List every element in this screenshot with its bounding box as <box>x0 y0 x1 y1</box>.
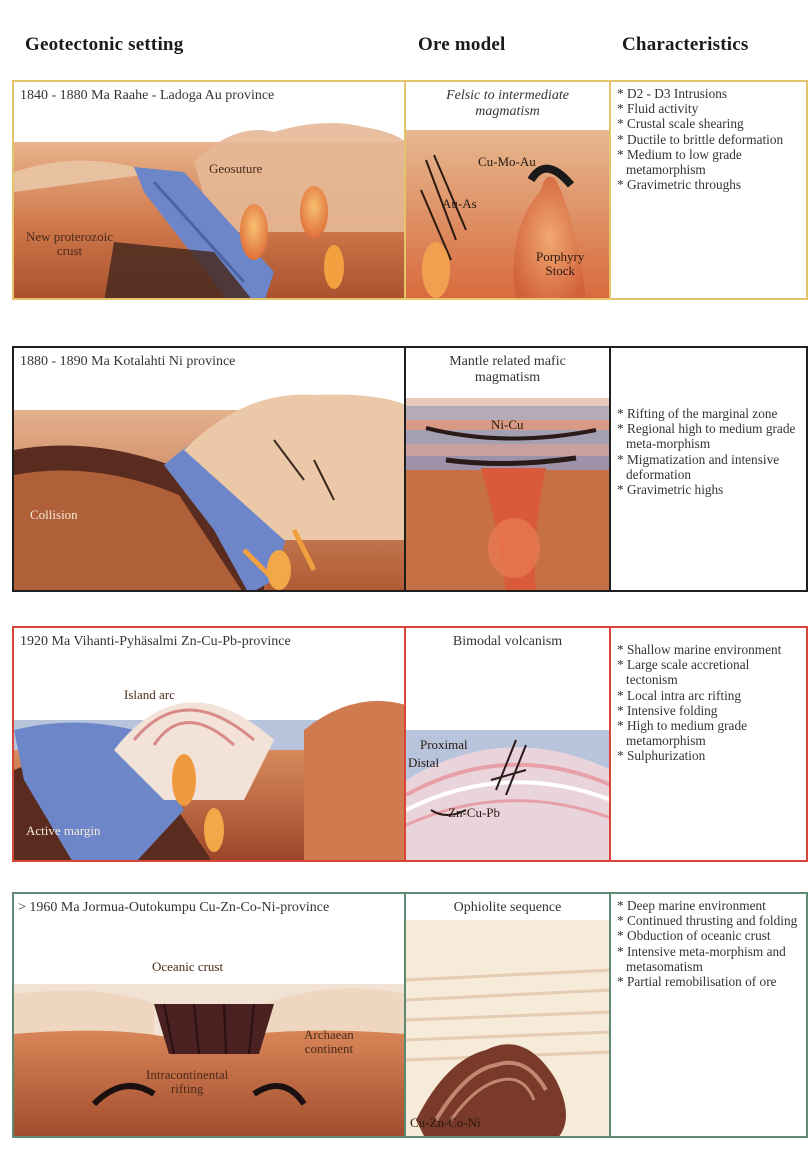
label-ni-cu: Ni-Cu <box>491 418 524 432</box>
label-intracontinental-rifting: Intracontinental rifting <box>146 1068 228 1096</box>
characteristics-cell: Deep marine environment Continued thrust… <box>611 894 806 1136</box>
characteristic-item: Intensive meta-morphism and metasomatism <box>617 944 802 974</box>
characteristics-cell: D2 - D3 Intrusions Fluid activity Crusta… <box>611 82 806 298</box>
label-cu-mo-au: Cu-Mo-Au <box>478 155 536 169</box>
characteristic-item: Crustal scale shearing <box>617 116 802 131</box>
characteristics-list: Shallow marine environment Large scale a… <box>617 642 802 764</box>
header-characteristics: Characteristics <box>622 34 748 56</box>
panel-title: 1840 - 1880 Ma Raahe - Ladoga Au provinc… <box>20 88 398 104</box>
characteristic-item: Obduction of oceanic crust <box>617 928 802 943</box>
characteristic-item: Gravimetric highs <box>617 482 802 497</box>
label-archaean-continent: Archaean continent <box>304 1028 354 1056</box>
characteristic-item: Migmatization and intensive deformation <box>617 452 802 482</box>
panel-raahe-ladoga: 1840 - 1880 Ma Raahe - Ladoga Au provinc… <box>12 80 808 300</box>
setting-cell: 1880 - 1890 Ma Kotalahti Ni province Col… <box>14 348 406 590</box>
label-zn-cu-pb: Zn-Cu-Pb <box>448 806 500 820</box>
characteristic-item: Intensive folding <box>617 703 802 718</box>
characteristic-item: Continued thrusting and folding <box>617 913 802 928</box>
label-new-proterozoic-crust: New proterozoic crust <box>26 230 113 258</box>
panel-jormua-outokumpu: > 1960 Ma Jormua-Outokumpu Cu-Zn-Co-Ni-p… <box>12 892 808 1138</box>
geosuture-cross-section <box>14 112 406 298</box>
panel-title: 1880 - 1890 Ma Kotalahti Ni province <box>20 354 398 370</box>
label-distal: Distal <box>408 756 439 770</box>
characteristic-item: Regional high to medium grade meta-morph… <box>617 421 802 451</box>
panel-vihanti-pyhasalmi: 1920 Ma Vihanti-Pyhäsalmi Zn-Cu-Pb-provi… <box>12 626 808 862</box>
characteristic-item: Gravimetric throughs <box>617 177 802 192</box>
label-au-as: Au-As <box>442 197 477 211</box>
characteristics-cell: Shallow marine environment Large scale a… <box>611 628 806 860</box>
characteristic-item: Rifting of the marginal zone <box>617 406 802 421</box>
collision-cross-section <box>14 380 406 590</box>
characteristic-item: Medium to low grade metamorphism <box>617 147 802 177</box>
setting-cell: > 1960 Ma Jormua-Outokumpu Cu-Zn-Co-Ni-p… <box>14 894 406 1136</box>
label-cu-zn-co-ni: Cu-Zn-Co-Ni <box>410 1116 481 1130</box>
label-oceanic-crust: Oceanic crust <box>152 960 223 974</box>
label-collision: Collision <box>30 508 78 522</box>
ophiolite-diagram <box>406 920 611 1136</box>
panel-title: > 1960 Ma Jormua-Outokumpu Cu-Zn-Co-Ni-p… <box>18 900 398 916</box>
characteristics-list: Rifting of the marginal zone Regional hi… <box>617 406 802 497</box>
ore-model-title: Ophiolite sequence <box>406 900 609 916</box>
setting-cell: 1840 - 1880 Ma Raahe - Ladoga Au provinc… <box>14 82 406 298</box>
ore-model-title: Felsic to intermediate magmatism <box>406 88 609 120</box>
characteristic-item: High to medium grade metamorphism <box>617 718 802 748</box>
header-geotectonic-setting: Geotectonic setting <box>25 34 183 56</box>
characteristic-item: D2 - D3 Intrusions <box>617 86 802 101</box>
characteristic-item: Large scale accretional tectonism <box>617 657 802 687</box>
characteristic-item: Ductile to brittle deformation <box>617 132 802 147</box>
ore-model-cell: Ophiolite sequence Cu-Zn-Co-Ni <box>406 894 611 1136</box>
characteristics-list: D2 - D3 Intrusions Fluid activity Crusta… <box>617 86 802 192</box>
characteristic-item: Fluid activity <box>617 101 802 116</box>
label-proximal: Proximal <box>420 738 468 752</box>
setting-cell: 1920 Ma Vihanti-Pyhäsalmi Zn-Cu-Pb-provi… <box>14 628 406 860</box>
ore-model-cell: Mantle related mafic magmatism Ni-Cu <box>406 348 611 590</box>
header-ore-model: Ore model <box>418 34 505 56</box>
panel-kotalahti: 1880 - 1890 Ma Kotalahti Ni province Col… <box>12 346 808 592</box>
characteristics-list: Deep marine environment Continued thrust… <box>617 898 802 989</box>
label-active-margin: Active margin <box>26 824 101 838</box>
label-porphyry-stock: Porphyry Stock <box>536 250 584 278</box>
ore-model-cell: Bimodal volcanism Proximal Distal Zn-Cu-… <box>406 628 611 860</box>
characteristic-item: Shallow marine environment <box>617 642 802 657</box>
characteristic-item: Local intra arc rifting <box>617 688 802 703</box>
characteristic-item: Deep marine environment <box>617 898 802 913</box>
panel-title: 1920 Ma Vihanti-Pyhäsalmi Zn-Cu-Pb-provi… <box>20 634 398 650</box>
characteristic-item: Sulphurization <box>617 748 802 763</box>
characteristic-item: Partial remobilisation of ore <box>617 974 802 989</box>
ore-model-title: Mantle related mafic magmatism <box>406 354 609 386</box>
label-geosuture: Geosuture <box>209 162 262 176</box>
label-island-arc: Island arc <box>124 688 175 702</box>
ore-model-cell: Felsic to intermediate magmatism Cu-Mo-A… <box>406 82 611 298</box>
ore-model-title: Bimodal volcanism <box>406 634 609 650</box>
characteristics-cell: Rifting of the marginal zone Regional hi… <box>611 348 806 590</box>
